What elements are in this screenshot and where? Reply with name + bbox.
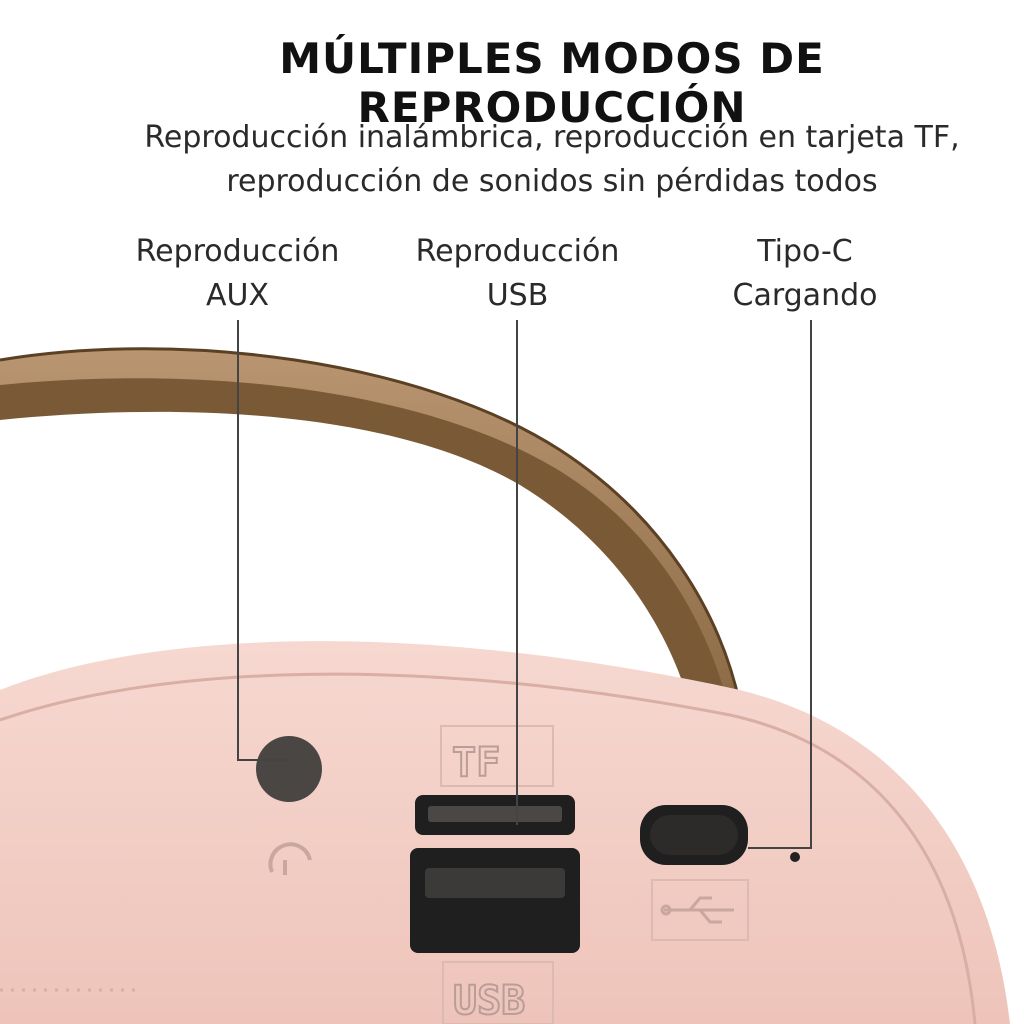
usb-port bbox=[410, 848, 580, 953]
leader-lines bbox=[237, 320, 812, 849]
headphone-icon bbox=[268, 842, 312, 875]
aux-callout: Reproducción AUX bbox=[100, 230, 375, 318]
leather-handle bbox=[0, 347, 742, 706]
usb-label-frame bbox=[442, 961, 554, 1024]
usb-callout: Reproducción USB bbox=[380, 230, 655, 318]
aux-callout-line-1: Reproducción bbox=[135, 234, 340, 269]
page-title: MÚLTIPLES MODOS DE REPRODUCCIÓN bbox=[279, 34, 825, 132]
typec-callout-line-1: Tipo-C bbox=[757, 234, 853, 269]
usb-callout-line-2: USB bbox=[486, 278, 549, 313]
aux-callout-line-2: AUX bbox=[205, 278, 270, 313]
usb-symbol-icon bbox=[660, 896, 734, 924]
typec-callout-line-2: Cargando bbox=[732, 278, 878, 313]
page-subtitle: Reproducción inalámbrica, reproducción e… bbox=[80, 116, 1024, 204]
typec-callout: Tipo-C Cargando bbox=[680, 230, 930, 318]
usb-callout-line-1: Reproducción bbox=[415, 234, 620, 269]
usb-symbol-frame bbox=[651, 879, 749, 941]
tf-label-frame bbox=[440, 725, 554, 787]
aux-port bbox=[256, 736, 322, 802]
led-indicator bbox=[790, 852, 800, 862]
subtitle-line-2: reproducción de sonidos sin pérdidas tod… bbox=[226, 164, 878, 199]
typec-leader-line bbox=[748, 320, 812, 849]
usb-label: USB bbox=[453, 978, 525, 1024]
subtitle-line-1: Reproducción inalámbrica, reproducción e… bbox=[144, 120, 960, 155]
tf-label: TF bbox=[452, 740, 500, 786]
aux-leader-line bbox=[237, 320, 289, 761]
